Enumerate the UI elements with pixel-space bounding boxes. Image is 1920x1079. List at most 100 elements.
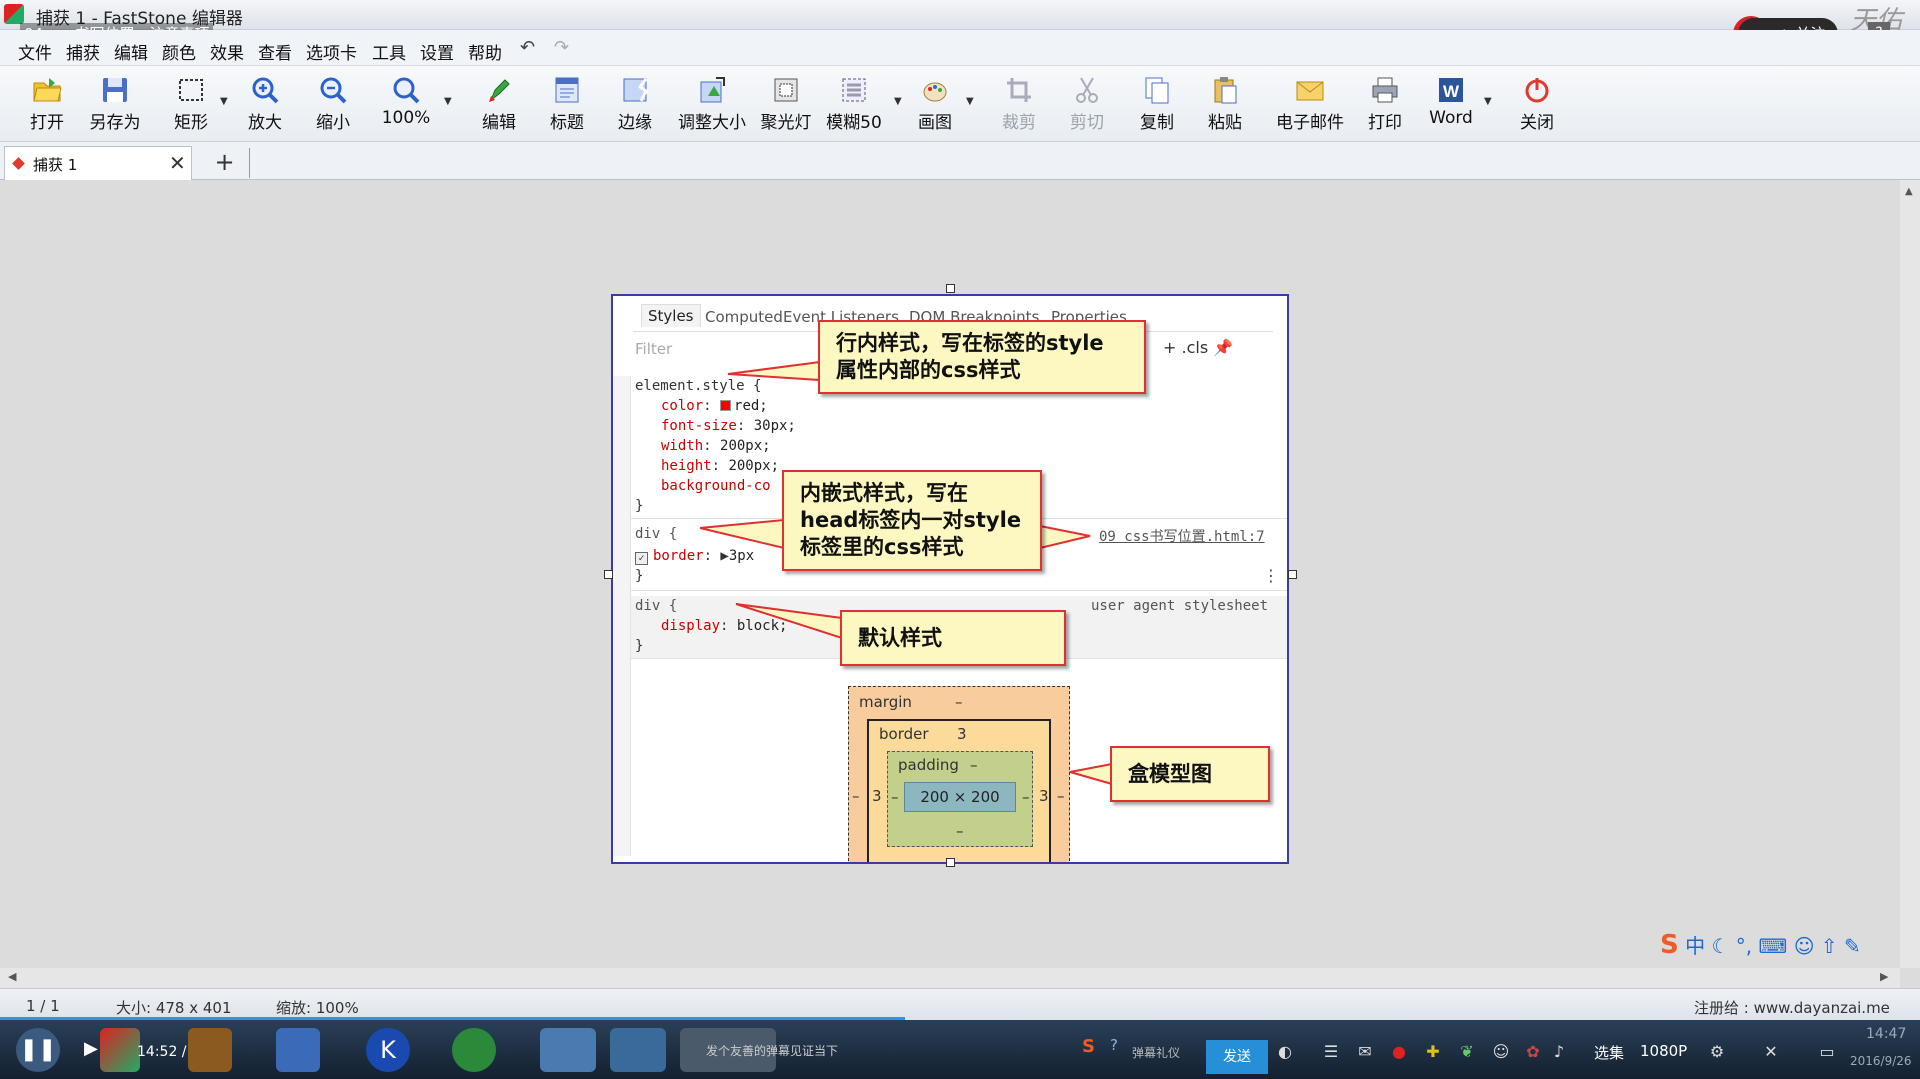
resize-handle-bottom[interactable] xyxy=(946,858,955,867)
settings-gear-icon[interactable]: ⚙ xyxy=(1709,1042,1725,1061)
color-swatch-icon[interactable] xyxy=(720,400,732,411)
menu-color[interactable]: 颜色 xyxy=(162,44,196,64)
scroll-up-icon[interactable]: ▲ xyxy=(1905,186,1913,197)
chat-app-icon[interactable] xyxy=(540,1028,596,1072)
menu-edit[interactable]: 编辑 xyxy=(114,44,148,64)
draw-button[interactable]: 画图 xyxy=(910,70,960,138)
flower-icon[interactable]: ✿ xyxy=(1526,1042,1540,1061)
menu-tools[interactable]: 工具 xyxy=(372,44,406,64)
resize-handle-left[interactable] xyxy=(604,570,613,579)
cut-button[interactable]: 剪切 xyxy=(1062,70,1112,138)
loop-off-icon[interactable]: ✕ xyxy=(1764,1042,1778,1061)
next-icon[interactable]: ▶| xyxy=(84,1038,104,1059)
video-progress-bar[interactable] xyxy=(0,1017,905,1020)
user-icon[interactable]: ☺ xyxy=(1793,934,1815,958)
ime-toolbar[interactable]: S 中 ☾ °, ⌨ ☺ ⇧ ✎ xyxy=(1660,930,1861,962)
quality-button[interactable]: 1080P xyxy=(1640,1042,1688,1060)
crop-button[interactable]: 裁剪 xyxy=(994,70,1044,138)
style-prop-width[interactable]: width: 200px; xyxy=(661,438,771,454)
zoom-in-button[interactable]: 放大 xyxy=(240,70,290,138)
horizontal-scrollbar[interactable]: ◀ ▶ xyxy=(0,968,1900,988)
zoom-out-button[interactable]: 缩小 xyxy=(308,70,358,138)
menu-file[interactable]: 文件 xyxy=(18,44,52,64)
app-icon[interactable] xyxy=(100,1028,140,1072)
record-icon[interactable]: ● xyxy=(1392,1042,1406,1061)
menu-tabs[interactable]: 选项卡 xyxy=(306,44,357,64)
style-prop-background[interactable]: background-co xyxy=(661,478,771,494)
chrome-app-icon[interactable] xyxy=(680,1028,776,1072)
tab-capture-1[interactable]: 捕获 1 ✕ xyxy=(4,146,192,180)
word-dropdown-icon[interactable]: ▼ xyxy=(1484,96,1492,107)
resize-handle-right[interactable] xyxy=(1288,570,1297,579)
zoom-dropdown-icon[interactable]: ▼ xyxy=(444,96,452,107)
close-tab-icon[interactable]: ✕ xyxy=(169,151,186,175)
menu-help[interactable]: 帮助 xyxy=(468,44,502,64)
property-checkbox[interactable]: ✓ xyxy=(635,552,648,565)
explorer-icon[interactable] xyxy=(276,1028,320,1072)
scroll-right-icon[interactable]: ▶ xyxy=(1880,970,1889,983)
toggle-icon[interactable]: ◐ xyxy=(1278,1042,1292,1061)
resize-handle-top[interactable] xyxy=(946,284,955,293)
menu-effects[interactable]: 效果 xyxy=(210,44,244,64)
keyboard-icon[interactable]: ⌨ xyxy=(1758,934,1788,958)
print-button[interactable]: 打印 xyxy=(1360,70,1410,138)
box-model-padding[interactable]: padding – – – – 200 × 200 xyxy=(887,751,1033,847)
draw-dropdown-icon[interactable]: ▼ xyxy=(966,96,974,107)
sogou-icon[interactable]: S xyxy=(1082,1036,1095,1057)
box-model-border[interactable]: border 3 3 3 padding – – – – 200 × 200 xyxy=(867,719,1051,862)
editor-app-icon[interactable] xyxy=(610,1028,666,1072)
open-button[interactable]: 打开 xyxy=(22,70,72,138)
scroll-left-icon[interactable]: ◀ xyxy=(8,970,17,983)
zoom-100-button[interactable]: 100% xyxy=(378,70,434,138)
paste-button[interactable]: 粘贴 xyxy=(1200,70,1250,138)
menu-view[interactable]: 查看 xyxy=(258,44,292,64)
send-danmaku-button[interactable]: 发送 xyxy=(1206,1040,1268,1074)
browser-icon[interactable] xyxy=(452,1028,496,1072)
new-tab-button[interactable]: + xyxy=(200,148,250,178)
close-button[interactable]: 关闭 xyxy=(1512,70,1562,138)
shirt-icon[interactable]: ⇧ xyxy=(1820,934,1838,958)
pause-icon[interactable]: ❚❚ xyxy=(16,1028,60,1072)
devtools-actions[interactable]: + .cls 📌 xyxy=(1163,338,1234,357)
tab-computed[interactable]: Computed xyxy=(705,308,783,326)
word-button[interactable]: W Word xyxy=(1424,70,1478,138)
chinese-mode-icon[interactable]: 中 xyxy=(1685,934,1706,958)
box-model-margin[interactable]: margin – – – border 3 3 3 padding – – – … xyxy=(848,686,1070,862)
episode-select-button[interactable]: 选集 xyxy=(1594,1044,1625,1062)
redo-icon[interactable]: ↷ xyxy=(554,37,570,58)
vertical-scrollbar[interactable]: ▲ xyxy=(1900,180,1920,968)
style-prop-color[interactable]: color: red; xyxy=(661,398,768,414)
danmaku-etiquette[interactable]: 弹幕礼仪 xyxy=(1132,1046,1181,1060)
tab-styles[interactable]: Styles xyxy=(641,304,701,327)
rect-select-button[interactable]: 矩形 xyxy=(166,70,216,138)
question-icon[interactable]: ? xyxy=(1110,1036,1118,1054)
more-options-icon[interactable]: ⋮ xyxy=(1263,566,1279,585)
fullscreen-icon[interactable]: ▭ xyxy=(1819,1042,1835,1061)
comment-icon[interactable]: ✉ xyxy=(1358,1042,1372,1061)
plus-icon[interactable]: ✚ xyxy=(1426,1042,1440,1061)
spotlight-button[interactable]: 聚光灯 xyxy=(758,70,814,138)
blur-dropdown-icon[interactable]: ▼ xyxy=(894,96,902,107)
edge-button[interactable]: 边缘 xyxy=(610,70,660,138)
menu-settings[interactable]: 设置 xyxy=(420,44,454,64)
wrench-icon[interactable]: ✎ xyxy=(1844,934,1861,958)
leaf-icon[interactable]: ❦ xyxy=(1460,1042,1474,1061)
style-prop-border[interactable]: ✓border: ▶3px xyxy=(635,548,754,565)
box-model-content[interactable]: 200 × 200 xyxy=(904,782,1016,812)
blur-button[interactable]: 模糊50 xyxy=(826,70,882,138)
edit-button[interactable]: 编辑 xyxy=(474,70,524,138)
caption-button[interactable]: 标题 xyxy=(542,70,592,138)
undo-icon[interactable]: ↶ xyxy=(520,37,536,58)
danmaku-input[interactable]: 发个友善的弹幕见证当下 xyxy=(706,1044,839,1058)
list-icon[interactable]: ☰ xyxy=(1323,1042,1339,1061)
bilibili-icon[interactable]: ☺ xyxy=(1492,1042,1510,1061)
moon-icon[interactable]: ☾ xyxy=(1711,934,1730,958)
style-prop-font-size[interactable]: font-size: 30px; xyxy=(661,418,796,434)
filter-input[interactable]: Filter xyxy=(635,340,673,358)
pin-icon[interactable]: 📌 xyxy=(1213,338,1234,357)
style-prop-height[interactable]: height: 200px; xyxy=(661,458,780,474)
punctuation-icon[interactable]: °, xyxy=(1735,934,1753,958)
save-as-button[interactable]: 另存为 xyxy=(86,70,144,138)
volume-icon[interactable]: ♪ xyxy=(1553,1042,1565,1061)
email-button[interactable]: 电子邮件 xyxy=(1272,70,1348,138)
